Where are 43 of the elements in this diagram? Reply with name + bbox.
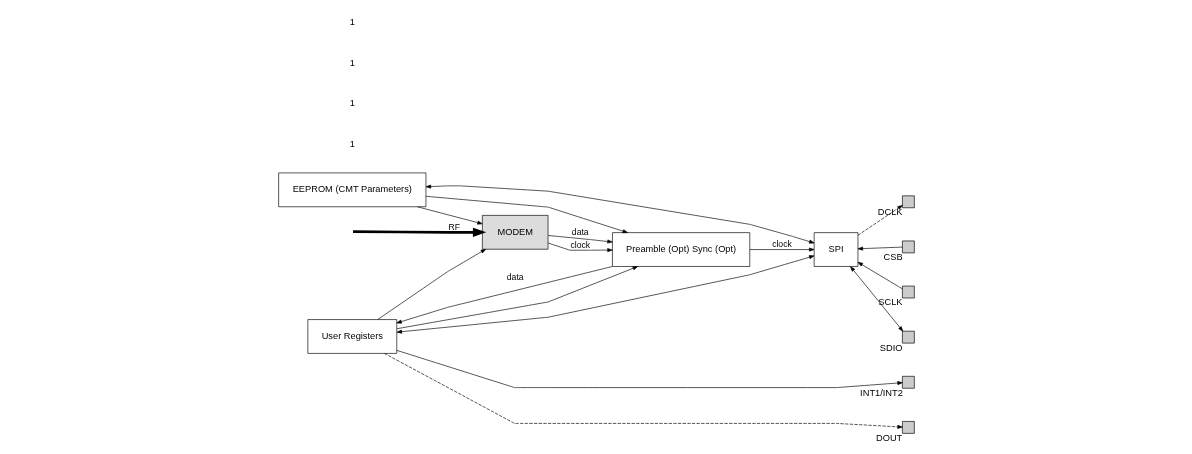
node-label: DOUT — [875, 432, 902, 443]
arrow — [396, 350, 903, 388]
arrow — [377, 248, 486, 320]
node-label: SCLK — [877, 297, 903, 308]
node-box: User Registers — [307, 319, 397, 354]
edge-label: clock — [771, 239, 792, 250]
node-box — [901, 330, 915, 344]
arrow — [547, 242, 613, 253]
node-box — [901, 240, 915, 254]
node-label: DCLK — [877, 207, 902, 218]
node-box — [901, 285, 915, 299]
arrow — [383, 353, 903, 429]
arrow — [547, 235, 613, 244]
arrow — [396, 266, 613, 324]
node-box — [901, 421, 915, 434]
node-box — [901, 195, 915, 209]
arrow — [749, 247, 814, 252]
arrow — [857, 261, 903, 290]
arrow — [352, 227, 486, 237]
edge-label: clock — [569, 239, 590, 250]
node-box: EEPROM (CMT Parameters) — [277, 172, 426, 208]
node-label: CSB — [883, 252, 903, 263]
arrow — [849, 266, 903, 332]
arrow — [857, 246, 903, 251]
arrow — [396, 255, 814, 334]
node-box: Preamble (Opt) Sync (Opt) — [611, 232, 750, 267]
arrow — [857, 205, 903, 236]
edge-label: data — [506, 272, 524, 283]
node-label: SDIO — [879, 342, 902, 353]
label: 1 — [349, 57, 355, 68]
label: 1 — [349, 17, 355, 28]
node-box: MODEM — [481, 215, 548, 250]
arrow — [396, 266, 638, 330]
node-label: INT1/INT2 — [859, 387, 903, 398]
label: 1 — [349, 138, 355, 149]
arrow — [425, 184, 814, 244]
edge-label: data — [571, 227, 589, 238]
node-box: SPI — [813, 232, 858, 267]
node-box — [901, 375, 915, 389]
arrow — [425, 196, 628, 234]
label: 1 — [349, 98, 355, 109]
edge-label: RF — [447, 221, 460, 232]
arrow — [416, 206, 483, 225]
